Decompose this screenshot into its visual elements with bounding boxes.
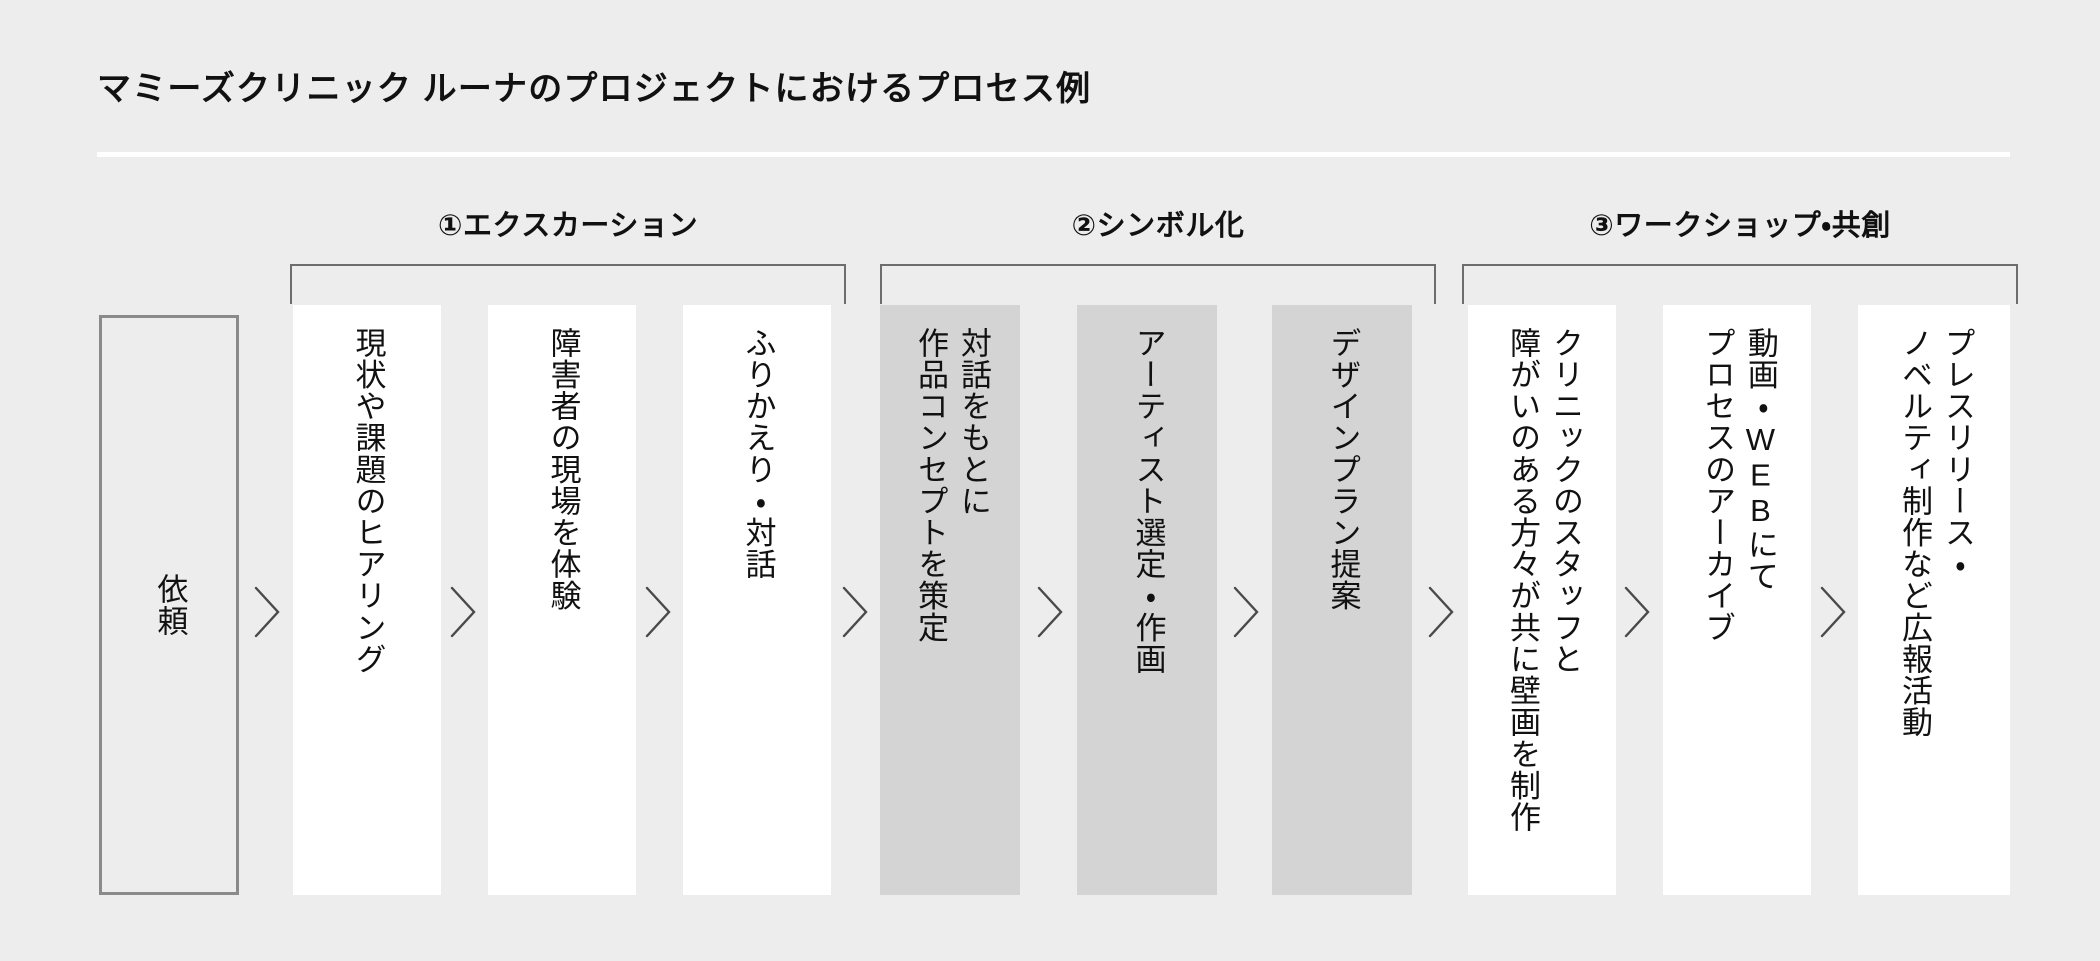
process-step-8[interactable]: 動画・WEBにてプロセスのアーカイブ [1663,305,1811,895]
process-step-7-text-column-2: 障がいのある方々が共に壁画を制作 [1505,327,1540,833]
start-node-request-text-column-1: 依頼 [152,572,188,638]
phase-label-3: ③ワークショップ・共創 [1589,210,1891,242]
process-step-1-text-column-1: 現状や課題のヒアリング [350,327,386,675]
phase-bracket-2 [880,264,1436,304]
process-step-6-text-column-1: デザインプラン提案 [1325,327,1361,612]
phase-label-2: ②シンボル化 [1071,210,1245,242]
chevron-right-icon [1035,585,1065,639]
process-step-4[interactable]: 対話をもとに作品コンセプトを策定 [880,305,1020,895]
process-step-2-text-column-1: 障害者の現場を体験 [545,327,581,612]
process-step-3[interactable]: ふりかえり・対話 [683,305,831,895]
chevron-right-icon [1426,585,1456,639]
phase-label-1: ①エクスカーション [437,210,699,242]
process-step-6[interactable]: デザインプラン提案 [1272,305,1412,895]
page-title: マミーズクリニック ルーナのプロジェクトにおけるプロセス例 [97,70,1092,108]
chevron-right-icon [448,585,478,639]
phase-bracket-3 [1462,264,2018,304]
process-step-9-text-column-2: ノベルティ制作など広報活動 [1897,327,1932,739]
process-step-8-text-column-1: 動画・WEBにて [1742,327,1778,592]
process-step-8-text-column-2: プロセスのアーカイブ [1700,327,1735,644]
process-step-5[interactable]: アーティスト選定・作画 [1077,305,1217,895]
process-step-5-text-column-1: アーティスト選定・作画 [1130,327,1166,675]
process-step-4-text-column-2: 作品コンセプトを策定 [913,327,948,644]
start-node-request[interactable]: 依頼 [99,315,239,895]
phase-bracket-1 [290,264,846,304]
process-step-7[interactable]: クリニックのスタッフと障がいのある方々が共に壁画を制作 [1468,305,1616,895]
process-step-9-text-column-1: プレスリリース・ [1939,327,1975,580]
title-divider [97,152,2010,157]
chevron-right-icon [840,585,870,639]
process-step-7-text-column-1: クリニックのスタッフと [1547,327,1583,675]
process-step-3-text-column-1: ふりかえり・対話 [740,327,776,580]
process-step-4-text-column-1: 対話をもとに [955,327,991,517]
process-step-9[interactable]: プレスリリース・ノベルティ制作など広報活動 [1858,305,2010,895]
process-step-1[interactable]: 現状や課題のヒアリング [293,305,441,895]
chevron-right-icon [1818,585,1848,639]
chevron-right-icon [1231,585,1261,639]
chevron-right-icon [643,585,673,639]
chevron-right-icon [252,585,282,639]
process-step-2[interactable]: 障害者の現場を体験 [488,305,636,895]
chevron-right-icon [1622,585,1652,639]
